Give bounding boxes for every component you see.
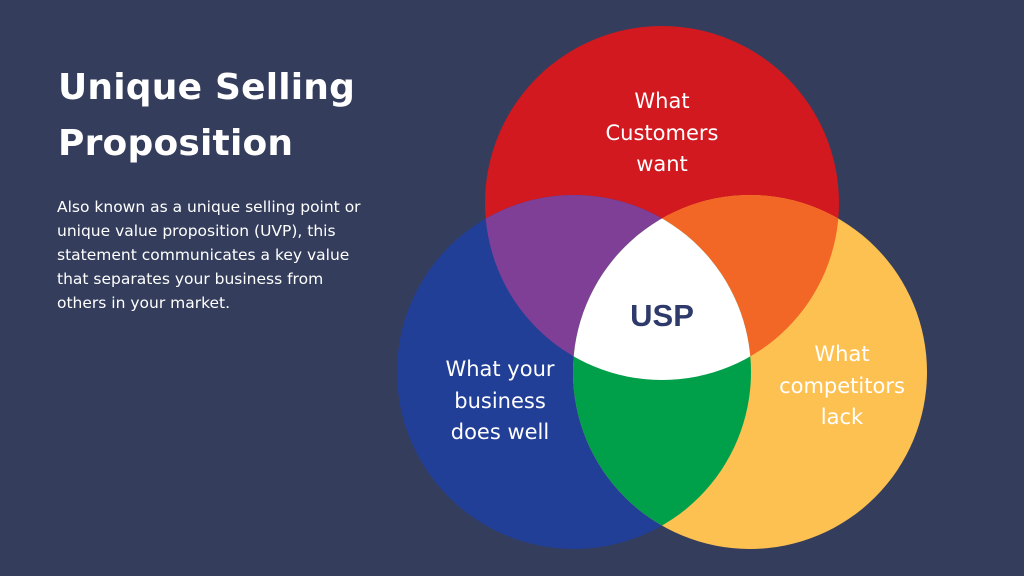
page-title: Unique Selling Proposition xyxy=(58,60,355,172)
description-line: that separates your business from xyxy=(57,270,324,288)
label-customers: What Customers want xyxy=(605,89,719,176)
title-line-1: Unique Selling xyxy=(58,67,356,108)
usp-label: USP xyxy=(630,298,694,333)
title-line-2: Proposition xyxy=(58,123,294,164)
description-line: unique value proposition (UVP), this xyxy=(57,222,336,240)
label-competitors: What competitors lack xyxy=(779,342,905,429)
label-business: What your business does well xyxy=(445,357,555,444)
description-line: statement communicates a key value xyxy=(57,246,350,264)
description-line: Also known as a unique selling point or xyxy=(57,198,361,216)
description: Also known as a unique selling point or … xyxy=(57,195,417,315)
description-line: others in your market. xyxy=(57,294,231,312)
